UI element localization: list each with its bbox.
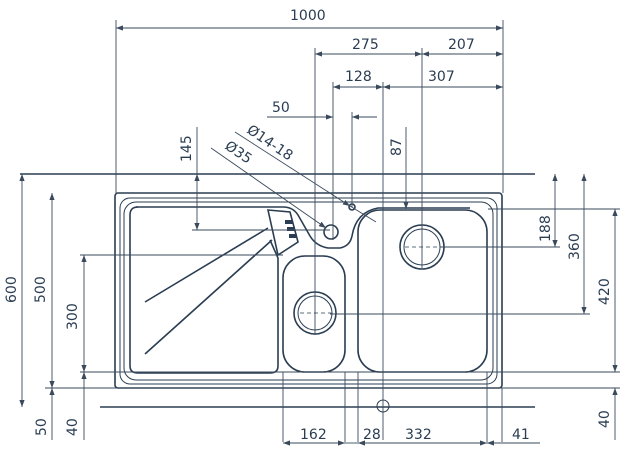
dim-162: 162 xyxy=(300,427,327,443)
sink-outline xyxy=(114,192,503,389)
drainboard xyxy=(129,206,470,374)
dim-207: 207 xyxy=(448,37,475,53)
dim-41: 41 xyxy=(512,427,530,443)
dimension-lines xyxy=(19,25,618,446)
dim-300: 300 xyxy=(65,303,81,330)
dim-40-left: 40 xyxy=(65,418,81,436)
dim-28: 28 xyxy=(363,427,381,443)
dim-275: 275 xyxy=(352,37,379,53)
dim-600: 600 xyxy=(4,276,20,303)
dim-188: 188 xyxy=(538,215,554,242)
dim-128: 128 xyxy=(345,69,372,85)
dim-50-top: 50 xyxy=(272,100,290,116)
counter-lines xyxy=(20,173,535,408)
dim-332: 332 xyxy=(405,427,432,443)
dim-500: 500 xyxy=(33,276,49,303)
dim-307: 307 xyxy=(428,69,455,85)
dim-40-right: 40 xyxy=(597,410,613,428)
dimension-labels: 1000 275 207 128 307 50 Ø14-18 Ø35 145 8… xyxy=(4,8,613,443)
dim-overall-width: 1000 xyxy=(290,8,326,24)
drain-plate-slots-icon xyxy=(285,220,297,238)
dim-420: 420 xyxy=(597,278,613,305)
main-bowl xyxy=(357,209,488,373)
dim-50-left: 50 xyxy=(34,418,50,436)
dim-360: 360 xyxy=(567,233,583,260)
dim-145: 145 xyxy=(179,135,195,162)
tap-holes xyxy=(323,203,390,413)
dim-87: 87 xyxy=(389,138,405,156)
dim-hole-tap: Ø35 xyxy=(222,138,255,167)
